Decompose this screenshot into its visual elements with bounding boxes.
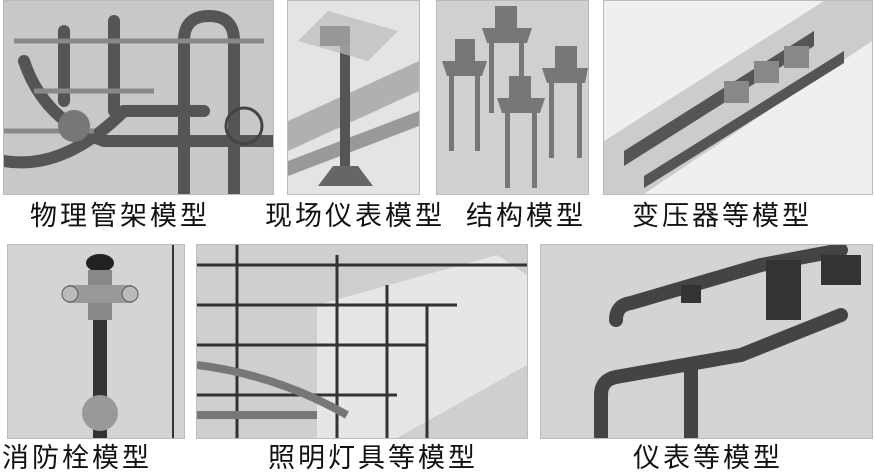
structure-model-image xyxy=(436,0,589,195)
fire-hydrant-model-image xyxy=(7,244,185,439)
field-instrument-model-image xyxy=(287,0,420,195)
caption-pipe-rack-model: 物理管架模型 xyxy=(30,201,210,232)
pipe-rack-model-image xyxy=(3,0,274,195)
caption-field-instrument-model: 现场仪表模型 xyxy=(265,201,445,232)
caption-lighting-fixture-model: 照明灯具等模型 xyxy=(268,443,478,474)
lighting-fixture-model-image xyxy=(196,244,528,439)
caption-transformer-model: 变压器等模型 xyxy=(632,201,812,232)
instrument-model-image xyxy=(540,244,873,439)
transformer-model-image xyxy=(603,0,873,195)
caption-instrument-model: 仪表等模型 xyxy=(633,443,783,474)
caption-structure-model: 结构模型 xyxy=(466,201,586,232)
caption-fire-hydrant-model: 消防栓模型 xyxy=(2,443,152,474)
